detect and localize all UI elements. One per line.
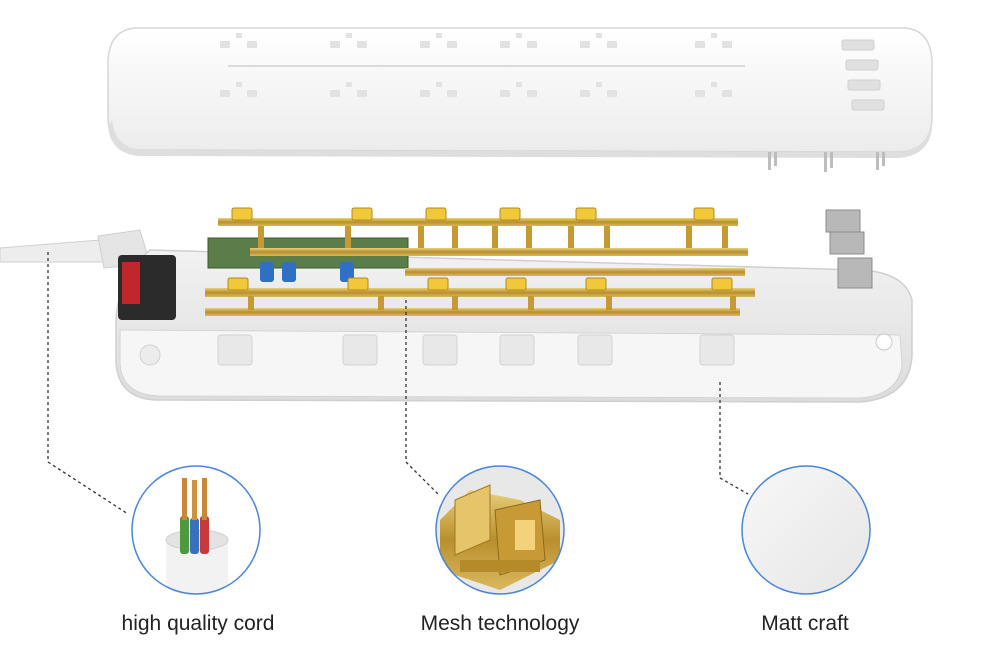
power-strip-cover — [107, 27, 933, 172]
cord-detail-circle — [131, 465, 261, 595]
matt-detail-circle — [741, 465, 871, 595]
caption-mesh-technology: Mesh technology — [420, 612, 580, 635]
caption-high-quality-cord: high quality cord — [121, 612, 275, 635]
leader-lines — [47, 252, 749, 515]
brass-contact-bars — [205, 207, 755, 316]
mesh-detail-circle — [435, 465, 565, 595]
caption-matt-craft: Matt craft — [761, 612, 849, 635]
